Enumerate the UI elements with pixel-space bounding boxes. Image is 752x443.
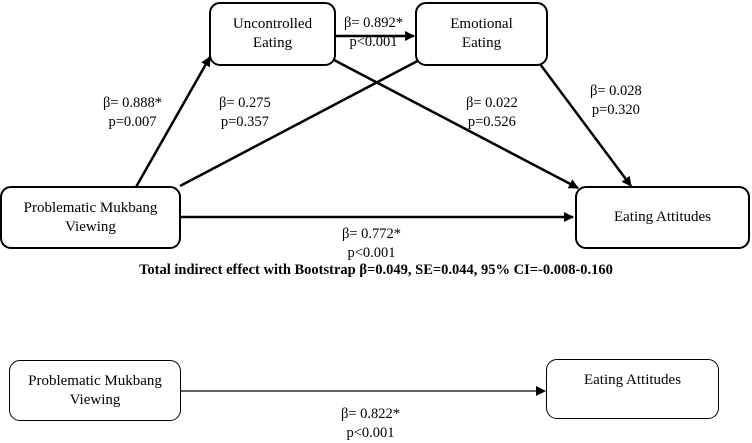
beta: β= 0.022 <box>466 95 518 111</box>
beta: β= 0.892* <box>344 15 404 31</box>
label-uncontrolled-to-attitudes: β= 0.022 p=0.526 <box>466 94 518 132</box>
node-eating-attitudes-line1: Eating Attitudes <box>613 209 712 225</box>
beta: β= 0.275 <box>219 95 271 111</box>
label-emotional-to-attitudes: β= 0.028 p=0.320 <box>590 82 642 120</box>
node-eating-attitudes: Eating Attitudes <box>575 186 750 249</box>
arrow-mukbang-to-emotional <box>179 54 428 188</box>
beta: β= 0.888* <box>103 95 163 111</box>
p-value: p<0.001 <box>346 425 395 441</box>
node-emotional-eating-line1: Emotional <box>450 16 513 32</box>
label-uncontrolled-to-emotional: β= 0.892* p<0.001 <box>344 14 403 52</box>
label-mukbang-to-uncontrolled: β= 0.888* p=0.007 <box>103 94 162 132</box>
node-mukbang-line2: Viewing <box>65 218 116 235</box>
arrow-emotional-to-attitudes <box>538 63 633 187</box>
node-emotional-eating: Emotional Eating <box>415 2 548 66</box>
total-indirect-effect: Total indirect effect with Bootstrap β=0… <box>139 262 613 278</box>
direct-node-mukbang-line2: Viewing <box>69 391 121 408</box>
node-emotional-eating-line2: Eating <box>461 35 502 51</box>
beta: β= 0.028 <box>590 83 642 99</box>
node-uncontrolled-eating: Uncontrolled Eating <box>209 2 336 66</box>
p-value: p=0.007 <box>108 114 157 130</box>
label-direct-mukbang-to-attitudes: β= 0.822* p<0.001 <box>341 405 400 443</box>
label-mukbang-to-emotional: β= 0.275 p=0.357 <box>219 94 271 132</box>
direct-node-mukbang-line1: Problematic Mukbang <box>28 372 162 389</box>
direct-node-eating-attitudes-line1: Eating Attitudes <box>583 371 682 388</box>
node-mukbang-line1: Problematic Mukbang <box>23 199 158 216</box>
node-problematic-mukbang-viewing: Problematic Mukbang Viewing <box>0 186 181 249</box>
node-uncontrolled-eating-line2: Eating <box>252 35 293 51</box>
p-value: p=0.320 <box>591 102 640 118</box>
p-value: p<0.001 <box>349 34 398 50</box>
p-value: p<0.001 <box>347 245 396 261</box>
p-value: p=0.357 <box>220 114 269 130</box>
label-mukbang-to-attitudes: β= 0.772* p<0.001 <box>342 225 401 263</box>
arrow-uncontrolled-to-attitudes <box>333 58 579 190</box>
node-uncontrolled-eating-line1: Uncontrolled <box>232 16 313 32</box>
direct-node-eating-attitudes: Eating Attitudes <box>546 359 719 419</box>
beta: β= 0.822* <box>341 406 401 422</box>
direct-node-problematic-mukbang-viewing: Problematic Mukbang Viewing <box>9 360 181 421</box>
beta: β= 0.772* <box>342 226 402 242</box>
arrow-mukbang-to-uncontrolled <box>134 56 212 188</box>
p-value: p=0.526 <box>467 114 516 130</box>
